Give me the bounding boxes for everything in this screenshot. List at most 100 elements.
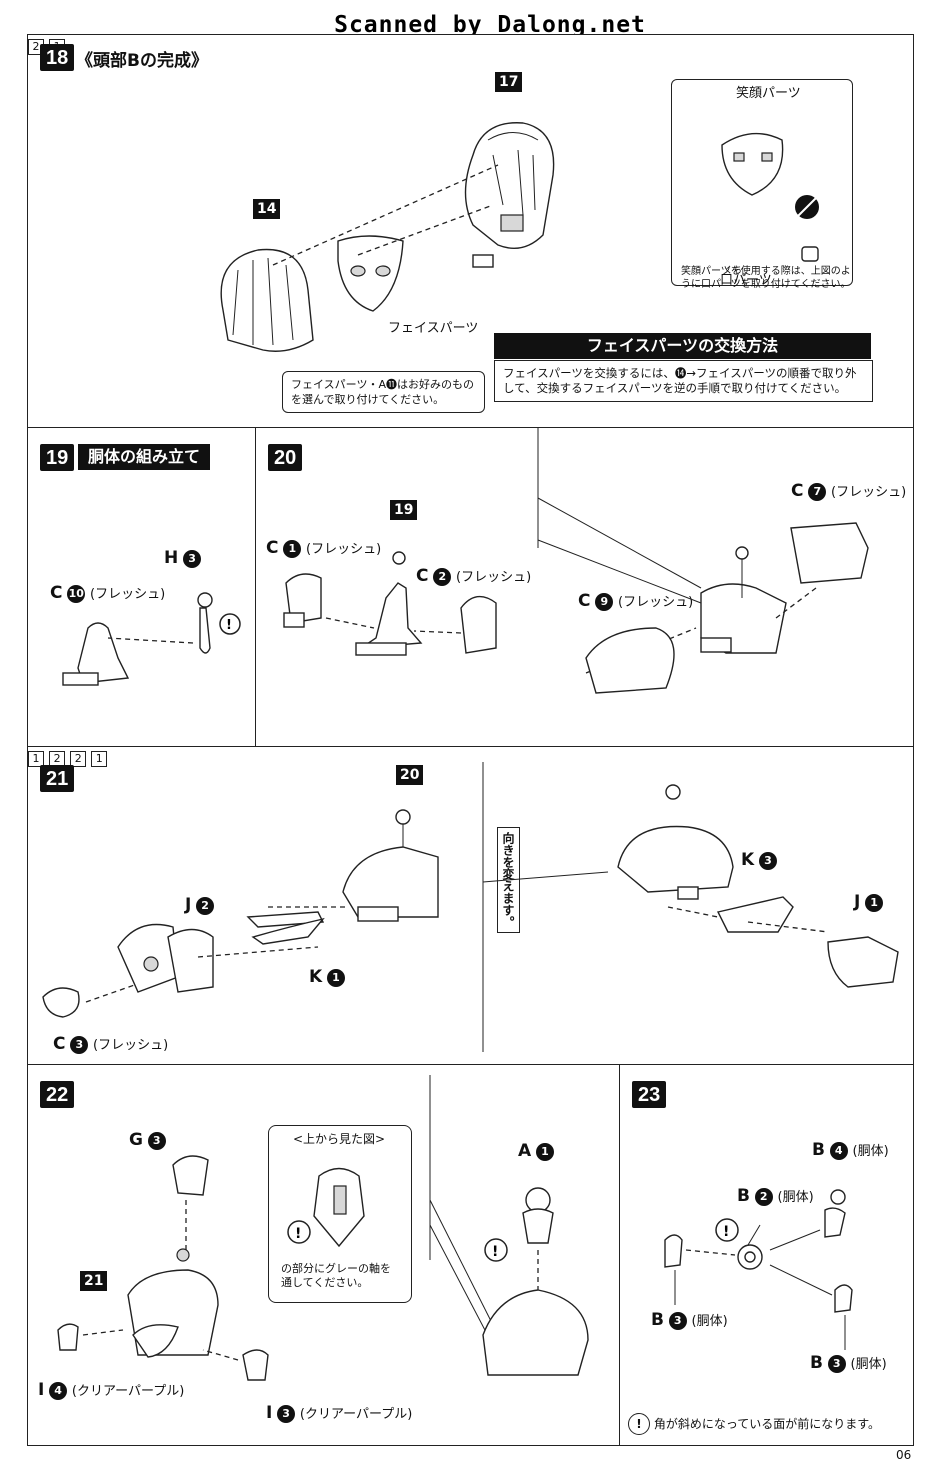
cut-mark-icon <box>795 195 819 219</box>
step-20-panel: 20 1 9 C 1 (フレッシュ) C 2 (フレッシュ) C 9 (フレッシュ… <box>255 427 914 747</box>
part-number: 1 <box>865 893 884 912</box>
part-letter: C <box>50 583 63 603</box>
order-box-1-right: 1 <box>91 751 108 767</box>
svg-text:!: ! <box>295 1226 301 1242</box>
part-number: 3 <box>277 1404 296 1423</box>
footnote: ! 角が斜めになっている面が前になります。 <box>628 1413 880 1435</box>
label-b4: B 4 (胴体) <box>812 1140 889 1160</box>
part-number: 1 <box>535 1142 554 1161</box>
part-number: 4 <box>49 1381 68 1400</box>
part-number: 3 <box>147 1131 166 1150</box>
label-k3: K 3 <box>741 850 777 870</box>
label-k1: K 1 <box>309 967 345 987</box>
part-tag-20: 20 <box>396 765 424 785</box>
part-letter: A <box>518 1141 532 1161</box>
step-number: 18 <box>40 44 75 71</box>
exchange-method-title: フェイスパーツの交換方法 <box>494 333 871 359</box>
part-letter: B <box>651 1310 664 1330</box>
label-h3: H 3 <box>164 548 202 568</box>
part-number: 1 <box>283 539 302 558</box>
step-22-panel: 22 21 G 3 I 4 (クリアーパープル) I 3 (クリアーパープル) … <box>27 1064 620 1446</box>
mouth-part-illustration <box>801 246 819 262</box>
label-c3: C 3 (フレッシュ) <box>53 1034 168 1054</box>
step-23-panel: 23 B 4 (胴体) B 2 (胴体) B 3 (胴体) B 3 (胴体) !… <box>619 1064 914 1446</box>
part-number: 3 <box>758 851 777 870</box>
label-b3-left: B 3 (胴体) <box>651 1310 728 1330</box>
part-number: 2 <box>196 896 215 915</box>
part-letter: K <box>741 850 755 870</box>
label-c2: C 2 (フレッシュ) <box>416 566 531 586</box>
part-letter: K <box>309 967 323 987</box>
part-letter: B <box>737 1186 750 1206</box>
step-19-panel: 19 胴体の組み立て H 3 C 10 (フレッシュ) ! <box>27 427 256 747</box>
svg-text:!: ! <box>723 1224 729 1240</box>
torso-assembly-illustration <box>283 428 869 694</box>
exchange-method-text: フェイスパーツを交換するには、⓮→フェイスパーツの順番で取り外して、交換するフェ… <box>494 360 873 402</box>
part-letter: B <box>812 1140 825 1160</box>
label-c10: C 10 (フレッシュ) <box>50 583 165 603</box>
part-letter: I <box>266 1403 273 1423</box>
label-c7: C 7 (フレッシュ) <box>791 481 906 501</box>
caution-icon: ! <box>628 1413 650 1435</box>
label-j2: J 2 <box>185 895 215 915</box>
page-number: 06 <box>896 1448 912 1462</box>
label-i4: I 4 (クリアーパープル) <box>38 1380 184 1400</box>
part-position: (胴体) <box>852 1144 889 1159</box>
part-tag-17: 17 <box>495 72 523 92</box>
part-position: (胴体) <box>850 1357 887 1372</box>
step-18-panel: 18 《頭部Bの完成》 17 14 フェイスパーツ 2 1 フェイスパーツ・A⓫… <box>27 34 914 428</box>
label-a1: A 1 <box>518 1141 554 1161</box>
torso-back-assembly-illustration <box>42 762 899 1052</box>
torso-base-illustration: ! <box>62 592 241 686</box>
joint-parts-illustration: ! <box>664 1189 853 1350</box>
assembly-arrows <box>272 164 499 266</box>
face-choice-note: フェイスパーツ・A⓫はお好みのものを選んで取り付けてください。 <box>282 371 485 413</box>
step-number: 23 <box>632 1081 667 1108</box>
face-part-label: フェイスパーツ <box>388 321 479 336</box>
part-number: 3 <box>70 1035 89 1054</box>
part-tag-14: 14 <box>253 199 281 219</box>
part-number: 10 <box>67 584 86 603</box>
label-c1: C 1 (フレッシュ) <box>266 538 381 558</box>
torso-clear-parts-illustration: ! <box>57 1075 589 1381</box>
step-title: 《頭部Bの完成》 <box>76 51 208 71</box>
part-number: 7 <box>808 482 827 501</box>
top-view-note: の部分にグレーの軸を通してください。 <box>281 1262 391 1289</box>
label-j1: J 1 <box>854 892 884 912</box>
hair-front-illustration <box>464 122 555 268</box>
watermark: Scanned by Dalong.net <box>334 12 646 38</box>
label-c9: C 9 (フレッシュ) <box>578 591 693 611</box>
smile-part-illustration <box>721 132 784 196</box>
part-number: 2 <box>433 567 452 586</box>
part-position: (胴体) <box>691 1314 728 1329</box>
part-letter: C <box>416 566 429 586</box>
part-number: 3 <box>183 549 202 568</box>
part-number: 9 <box>595 592 614 611</box>
part-letter: G <box>129 1130 143 1150</box>
part-number: 1 <box>326 968 345 987</box>
part-color: (フレッシュ) <box>456 570 532 585</box>
part-letter: C <box>578 591 591 611</box>
order-box-1: 1 <box>28 751 44 767</box>
label-b3-right: B 3 (胴体) <box>810 1353 887 1373</box>
label-i3: I 3 (クリアーパープル) <box>266 1403 412 1423</box>
hair-back-illustration <box>220 248 314 352</box>
part-letter: C <box>53 1034 66 1054</box>
part-number: 4 <box>829 1141 848 1160</box>
part-number: 3 <box>827 1354 846 1373</box>
part-color: (フレッシュ) <box>93 1038 169 1053</box>
top-view-title: <上から見た図> <box>293 1132 386 1146</box>
smile-part-inset: 笑顔パーツ くち 口パーツ <box>671 79 853 288</box>
face-part-illustration <box>337 235 404 312</box>
step-number: 20 <box>268 444 303 471</box>
top-view-inset: <上から見た図> ! の部分にグレーの軸を通してください。 <box>268 1125 412 1303</box>
part-letter: C <box>266 538 279 558</box>
part-color: (フレッシュ) <box>618 595 694 610</box>
part-letter: J <box>854 892 861 912</box>
part-letter: J <box>185 895 192 915</box>
part-color: (フレッシュ) <box>831 485 907 500</box>
mouth-part-label: 口パーツ <box>720 273 772 288</box>
part-number: 2 <box>754 1187 773 1206</box>
smile-part-label: 笑顔パーツ <box>736 86 801 101</box>
label-b2: B 2 (胴体) <box>737 1186 814 1206</box>
